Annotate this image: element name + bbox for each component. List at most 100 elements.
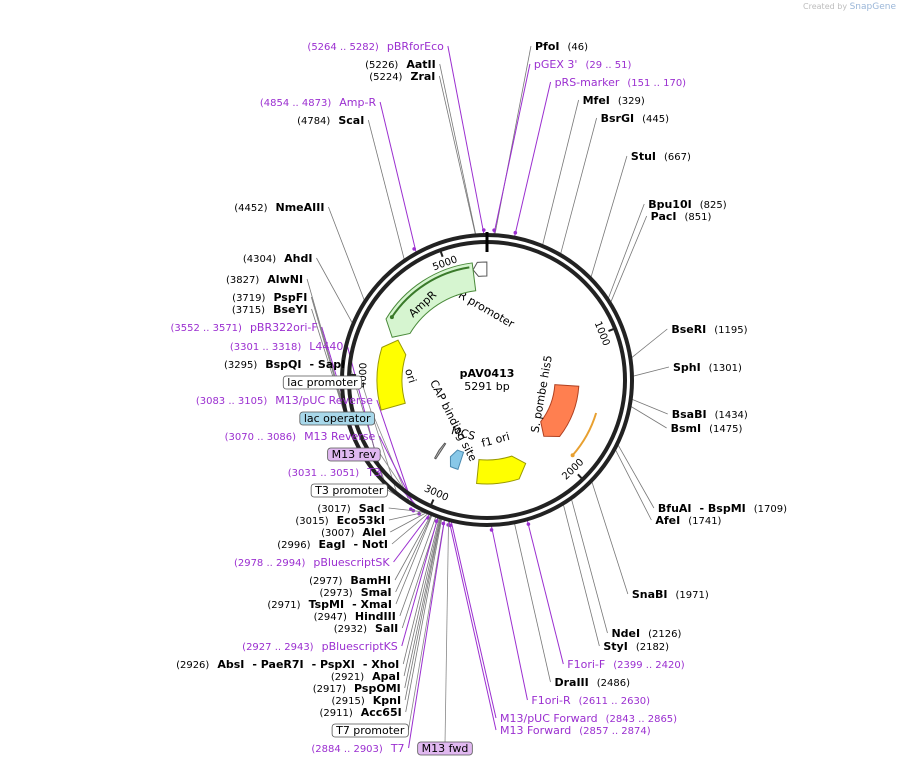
site-label-paci-851-part-0[interactable]: PacI: [651, 210, 677, 223]
leader-line: [571, 498, 608, 634]
site-label-2927-2943-pbluescriptks-part-1: pBluescriptKS: [322, 640, 398, 653]
site-label-ndei-2126-part-0[interactable]: NdeI: [611, 627, 640, 640]
site-label-afei-1741-part-0[interactable]: AfeI: [655, 514, 680, 527]
site-label-bsabi-1434-part-0[interactable]: BsaBI: [672, 408, 707, 421]
site-label-3017-saci-part-1[interactable]: SacI: [359, 502, 385, 515]
leader-line: [632, 366, 670, 377]
site-label-4854-4873-amp-r-part-0: (4854 .. 4873): [260, 98, 332, 109]
site-label-2917-pspomi-part-1[interactable]: PspOMI: [354, 682, 401, 695]
feature-ori[interactable]: [376, 339, 407, 411]
site-label-5226-aatii-part-1[interactable]: AatII: [406, 58, 435, 71]
site-label-t3-promoter-part-0[interactable]: T3 promoter: [314, 484, 384, 497]
site-label-bsrgi-445-part-1: (445): [642, 114, 669, 125]
site-label-snabi-1971-part-0[interactable]: SnaBI: [632, 588, 668, 601]
orf-arc: [391, 266, 470, 318]
site-label-stui-667-part-0[interactable]: StuI: [631, 150, 656, 163]
site-label-m13-fwd-part-0[interactable]: M13 fwd: [422, 742, 469, 755]
site-label-3827-alwni-part-1[interactable]: AlwNI: [267, 273, 303, 286]
site-label-2996-eagi-noti-part-1[interactable]: EagI: [319, 538, 346, 551]
feature-tag-lac-promoter[interactable]: [282, 375, 363, 390]
site-label-m13-forward-2857-2874-part-0: M13 Forward: [500, 724, 571, 737]
feature-tag-m13-fwd[interactable]: [417, 741, 473, 756]
site-label-2971-tspmi-xmai-part-1[interactable]: TspMI: [309, 598, 345, 611]
feature-mcs[interactable]: [449, 449, 465, 471]
site-label-3715-bseyi-part-1[interactable]: BseYI: [273, 303, 307, 316]
site-label-3295-bspqi-sapi-part-1[interactable]: BspQI: [265, 358, 301, 371]
site-label-sphi-1301-part-1: (1301): [709, 363, 742, 374]
site-label-lac-promoter-part-0[interactable]: lac promoter: [287, 376, 358, 389]
feature-ampr[interactable]: [385, 262, 477, 338]
site-label-bsmi-1475-part-0[interactable]: BsmI: [671, 422, 702, 435]
leader-line: [439, 75, 476, 235]
scale-tick-label: 3000: [422, 483, 450, 503]
leader-line: [631, 398, 668, 415]
site-label-5226-aatii-part-0: (5226): [365, 60, 398, 71]
primer-marker: [526, 522, 531, 526]
site-label-bfuai-bspmi-1709-part-0[interactable]: BfuAI: [658, 502, 692, 515]
site-label-3552-3571-pbr322ori-f-part-0: (3552 .. 3571): [171, 323, 243, 334]
site-label-lac-operator-part-0[interactable]: lac operator: [304, 412, 371, 425]
leader-line: [610, 215, 648, 303]
site-label-bpu10i-825-part-0[interactable]: Bpu10I: [648, 198, 692, 211]
site-label-2926-absi-paer7i-pspxi-xhoi-part-1[interactable]: AbsI: [217, 658, 244, 671]
site-label-draiii-2486-part-0[interactable]: DraIII: [554, 676, 588, 689]
site-label-3007-alei-part-1[interactable]: AleI: [362, 526, 386, 539]
scale-tick: [439, 249, 444, 258]
leader-line: [407, 519, 445, 731]
leader-line: [542, 99, 579, 246]
site-label-mfei-329-part-0[interactable]: MfeI: [583, 94, 610, 107]
feature-tag-t7-promoter[interactable]: [331, 723, 409, 738]
site-label-2932-sali-part-1[interactable]: SalI: [375, 622, 398, 635]
leader-line: [394, 514, 432, 581]
feature-tag-m13-rev[interactable]: [327, 447, 381, 462]
feature-label-mcs: MCS: [450, 424, 477, 443]
site-label-t7-promoter-part-0[interactable]: T7 promoter: [335, 724, 405, 737]
site-label-styi-2182-part-0[interactable]: StyI: [603, 640, 627, 653]
site-label-2927-2943-pbluescriptks-part-0: (2927 .. 2943): [242, 642, 314, 653]
site-label-3015-eco53ki-part-1[interactable]: Eco53kI: [337, 514, 385, 527]
site-label-3719-pspfi-part-1[interactable]: PspFI: [273, 291, 307, 304]
site-label-3295-bspqi-sapi-part-2[interactable]: - SapI: [310, 358, 346, 371]
site-label-2921-apai-part-0: (2921): [331, 672, 364, 683]
site-label-bsrgi-445-part-0[interactable]: BsrGI: [601, 112, 634, 125]
site-label-m13-rev-part-0[interactable]: M13 rev: [332, 448, 377, 461]
site-label-4854-4873-amp-r-part-1: Amp-R: [339, 96, 376, 109]
site-label-2996-eagi-noti-part-2[interactable]: - NotI: [353, 538, 388, 551]
leader-line: [401, 517, 439, 647]
site-label-5224-zrai-part-1[interactable]: ZraI: [410, 70, 435, 83]
site-label-sphi-1301-part-0[interactable]: SphI: [673, 361, 701, 374]
site-labels: PfoI(46)pGEX 3'(29 .. 51)pRS-marker(151 …: [171, 40, 787, 756]
site-label-2971-tspmi-xmai-part-2[interactable]: - XmaI: [352, 598, 392, 611]
site-label-4304-ahdi-part-1[interactable]: AhdI: [284, 252, 312, 265]
site-label-styi-2182-part-1: (2182): [636, 642, 669, 653]
leader-line: [631, 328, 668, 359]
leader-line: [404, 518, 442, 689]
site-label-3017-saci-part-0: (3017): [317, 504, 350, 515]
site-label-2921-apai-part-1[interactable]: ApaI: [372, 670, 400, 683]
site-label-2926-absi-paer7i-pspxi-xhoi-part-2[interactable]: - PaeR7I: [252, 658, 303, 671]
site-label-4452-nmeaiii-part-1[interactable]: NmeAIII: [276, 201, 325, 214]
site-label-2977-bamhi-part-1[interactable]: BamHI: [350, 574, 391, 587]
site-label-bseri-1195-part-0[interactable]: BseRI: [671, 323, 706, 336]
site-label-2947-hindiii-part-1[interactable]: HindIII: [355, 610, 396, 623]
feature-tag-lac-operator[interactable]: [299, 411, 375, 426]
feature-tag-t3-promoter[interactable]: [310, 483, 388, 498]
snapgene-credit: Created by SnapGene: [803, 2, 896, 12]
site-label-4784-scai-part-1[interactable]: ScaI: [338, 114, 364, 127]
feature-ampr-promoter[interactable]: [472, 261, 488, 277]
leader-line: [395, 515, 433, 605]
site-label-2915-kpni-part-1[interactable]: KpnI: [373, 694, 401, 707]
site-label-2911-acc65i-part-1[interactable]: Acc65I: [361, 706, 402, 719]
site-label-2973-smai-part-1[interactable]: SmaI: [361, 586, 392, 599]
site-label-2926-absi-paer7i-pspxi-xhoi-part-3[interactable]: - PspXI: [312, 658, 355, 671]
feature-s-pombe-his5[interactable]: [540, 384, 580, 437]
site-label-bfuai-bspmi-1709-part-1[interactable]: - BspMI: [700, 502, 746, 515]
site-label-2926-absi-paer7i-pspxi-xhoi-part-4[interactable]: - XhoI: [363, 658, 399, 671]
leader-lines: [306, 45, 670, 749]
feature-f1-ori[interactable]: [476, 455, 527, 485]
site-label-pgex-3-29-51-part-0: pGEX 3': [534, 58, 578, 71]
feature-cap-binding-site[interactable]: [433, 442, 447, 460]
site-label-pfoi-46-part-0[interactable]: PfoI: [535, 40, 560, 53]
snapgene-logo: SnapGene: [849, 2, 896, 12]
